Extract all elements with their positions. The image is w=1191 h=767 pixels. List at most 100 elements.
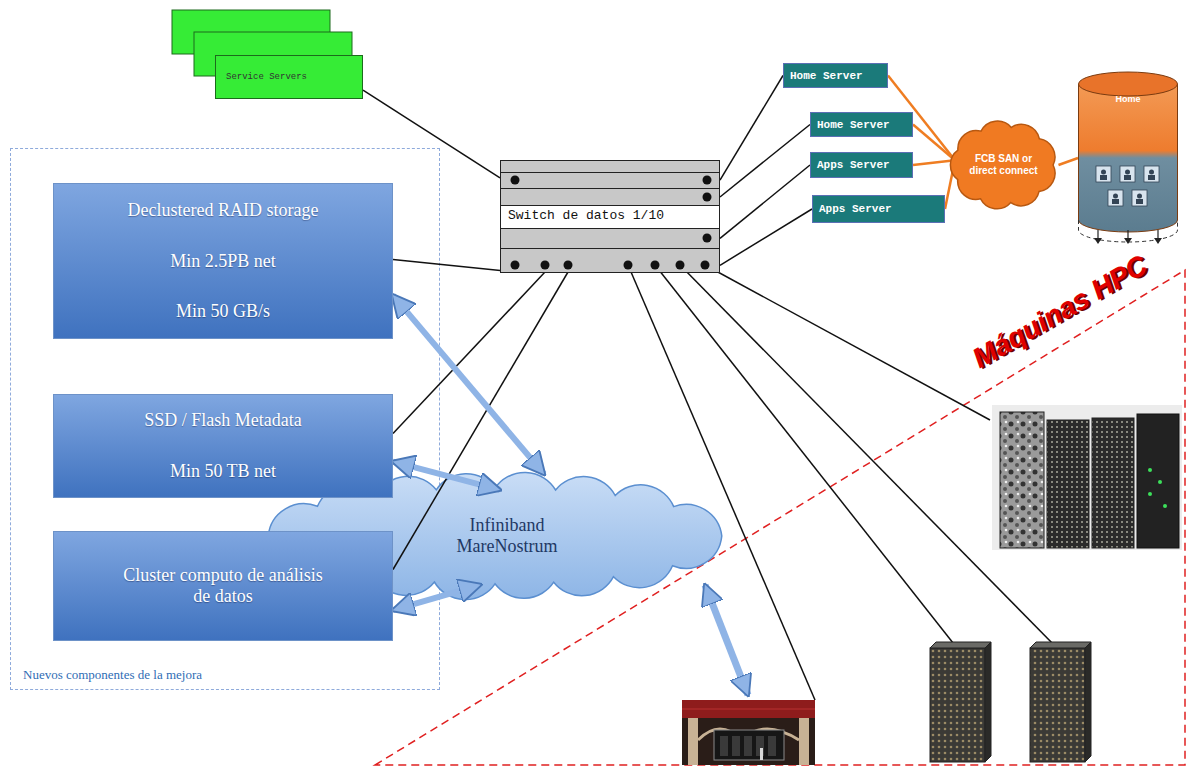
switch-row bbox=[501, 173, 720, 189]
decoration-circle bbox=[1148, 492, 1152, 496]
decoration-rect bbox=[682, 700, 815, 765]
home-server-box: Home Server bbox=[783, 63, 888, 88]
decoration-rect bbox=[1124, 175, 1131, 180]
down-arrow-head bbox=[1124, 238, 1132, 244]
decoration-rect bbox=[1144, 166, 1159, 182]
home-server-box: Home Server bbox=[810, 112, 913, 137]
decoration-rect bbox=[714, 730, 784, 760]
decoration-circle bbox=[1113, 194, 1118, 199]
decoration-line bbox=[655, 265, 957, 648]
decoration-rect bbox=[1100, 175, 1107, 180]
decoration-rect bbox=[930, 648, 985, 762]
decoration-rect bbox=[1112, 199, 1119, 204]
switch-port bbox=[701, 261, 710, 270]
box-label: SSD / Flash Metadata bbox=[144, 410, 302, 431]
box-label: Min 50 TB net bbox=[170, 461, 276, 482]
decoration-rect bbox=[1136, 199, 1143, 204]
decoration-circle bbox=[1158, 480, 1162, 484]
decoration-line bbox=[682, 709, 815, 710]
decoration-rect bbox=[799, 718, 809, 765]
down-arrow-head bbox=[1094, 238, 1102, 244]
box-label: Min 2.5PB net bbox=[170, 251, 276, 272]
decoration-rect bbox=[688, 718, 698, 765]
box-label: Home Server bbox=[817, 119, 890, 131]
switch-port bbox=[651, 261, 660, 270]
connector-line bbox=[363, 90, 500, 178]
file-icon bbox=[1120, 166, 1135, 182]
decoration-rect bbox=[1132, 190, 1147, 206]
down-arrow bbox=[1097, 230, 1098, 239]
decoration-circle bbox=[1148, 468, 1152, 472]
switch-port bbox=[541, 261, 550, 270]
switch-row bbox=[501, 229, 720, 249]
decoration-line bbox=[628, 265, 815, 700]
connector-line bbox=[913, 125, 955, 161]
box-label: Min 50 GB/s bbox=[176, 301, 270, 322]
decoration-rect bbox=[720, 736, 728, 756]
box-label: Apps Server bbox=[819, 203, 892, 215]
connector-line bbox=[913, 160, 955, 165]
connector-line bbox=[720, 165, 810, 238]
decoration-circle bbox=[1163, 504, 1167, 508]
connector-line bbox=[720, 125, 810, 197]
decoration-rect bbox=[744, 736, 752, 756]
storage-box: Declustered RAID storageMin 2.5PB netMin… bbox=[53, 183, 393, 339]
connector-line bbox=[720, 209, 812, 265]
home-storage-cylinder: Home bbox=[1078, 70, 1178, 246]
decoration-path bbox=[1085, 642, 1091, 762]
connector-line bbox=[393, 259, 515, 272]
cylinder-body bbox=[1079, 84, 1178, 232]
decoration-rect bbox=[1030, 648, 1085, 762]
decoration-rect bbox=[1108, 190, 1123, 206]
box-label: Home Server bbox=[790, 70, 863, 82]
switch-row bbox=[501, 206, 720, 229]
rack-photo bbox=[1030, 642, 1091, 762]
region-title: Máquinas HPC bbox=[967, 249, 1153, 375]
decoration-rect bbox=[682, 700, 815, 718]
decoration-rect bbox=[768, 736, 776, 756]
connector-line bbox=[393, 272, 568, 570]
connector-line bbox=[720, 76, 783, 181]
decoration-rect bbox=[760, 748, 763, 760]
decoration-rect bbox=[1047, 420, 1089, 548]
decoration-rect bbox=[992, 405, 1182, 550]
file-icon bbox=[1096, 166, 1111, 182]
box-label: FCB SAN or direct connect bbox=[964, 153, 1044, 177]
cloud-outline bbox=[950, 121, 1055, 209]
box-label: Switch de datos 1/10 bbox=[508, 206, 720, 226]
rack-cluster-photo bbox=[992, 405, 1182, 550]
decoration-rect bbox=[1092, 418, 1134, 548]
decoration-path bbox=[985, 642, 991, 762]
metadata-box: SSD / Flash MetadataMin 50 TB net bbox=[53, 394, 393, 498]
decoration-rect bbox=[1096, 166, 1111, 182]
file-icon bbox=[1144, 166, 1159, 182]
switch-port bbox=[564, 261, 573, 270]
cloud-outline bbox=[268, 472, 722, 599]
decoration-path bbox=[930, 642, 991, 648]
decoration-rect bbox=[1148, 175, 1155, 180]
decoration-rect bbox=[1137, 414, 1179, 548]
box-label: Service Servers bbox=[226, 72, 307, 82]
switch-port bbox=[511, 176, 520, 185]
switch-port bbox=[703, 234, 712, 243]
connector-line bbox=[393, 295, 544, 474]
box-label: Declustered RAID storage bbox=[128, 200, 319, 221]
switch-row bbox=[501, 189, 720, 206]
san-cloud: FCB SAN or direct connect bbox=[945, 118, 1062, 212]
decoration-circle bbox=[1149, 170, 1154, 175]
switch-port bbox=[703, 193, 712, 202]
decoration-line bbox=[680, 265, 1057, 648]
decoration-rect bbox=[732, 736, 740, 756]
service-server-box: Service Servers bbox=[215, 55, 363, 99]
connector-line bbox=[393, 272, 545, 434]
down-arrow bbox=[1157, 230, 1158, 239]
down-arrow bbox=[1127, 230, 1128, 239]
decoration-circle bbox=[1137, 194, 1142, 199]
decoration-rect bbox=[1000, 412, 1044, 548]
decoration-circle bbox=[1101, 170, 1106, 175]
apps-server-box: Apps Server bbox=[810, 152, 913, 178]
